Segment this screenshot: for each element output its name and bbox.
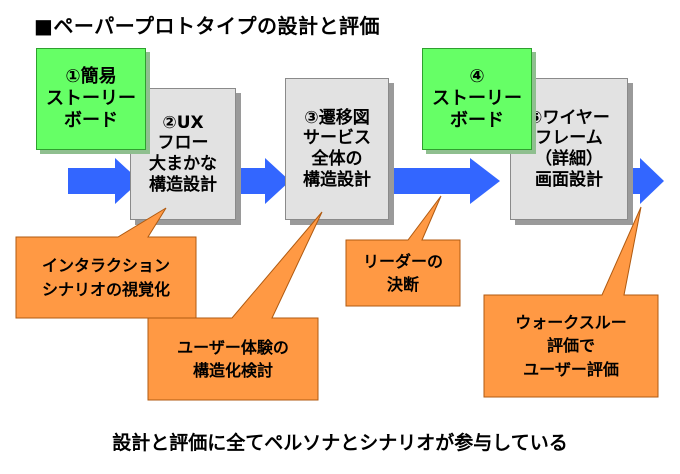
callout-leader-decision: リーダーの 決断 [346,240,460,306]
callout-user-experience: ユーザー体験の 構造化検討 [148,318,318,400]
step-line: フレーム [535,128,603,149]
storyboard-line: ボード [64,109,118,131]
callout-line: シナリオの視覚化 [41,279,170,299]
step-line: ③遷移図 [304,107,370,128]
step-line: 大まかな [149,154,217,174]
step-line: 全体の [311,149,363,169]
step-line: サービス [303,128,371,149]
callout-shape-experience [147,211,323,401]
step-box-ux-flow: ②UX フロー 大まかな 構造設計 [130,88,236,220]
flow-arrow-1 [68,158,140,204]
callout-line: ウォークスルー [515,313,627,333]
storyboard-line: ④ [469,66,485,88]
flow-arrow-2 [238,158,290,204]
callout-line: インタラクション [41,256,170,276]
step-line: 構造設計 [303,169,371,190]
callout-shape-interaction [15,207,197,319]
callout-shape-walkthrough [483,206,659,398]
step-line: フロー [157,133,209,154]
callout-line: ユーザー体験の [177,337,289,357]
callout-interaction-scenario: インタラクション シナリオの視覚化 [16,237,196,318]
callout-line: 構造化検討 [192,361,273,380]
footer-caption: 設計と評価に全てペルソナとシナリオが参与している [112,432,568,454]
storyboard-box-detailed: ④ ストーリー ボード [422,48,532,150]
callout-line: リーダーの [362,251,443,271]
storyboard-box-simple: ①簡易 ストーリー ボード [36,48,146,150]
storyboard-line: ストーリー [46,88,136,110]
step-line: （詳細） [535,149,603,169]
step-line: ②UX [162,112,204,133]
storyboard-line: ストーリー [432,88,522,110]
step-line: 画面設計 [535,169,603,190]
step-line: 構造設計 [149,174,217,195]
storyboard-line: ①簡易 [65,66,117,88]
callout-shape-decision [345,195,461,307]
callout-line: ユーザー評価 [523,359,619,379]
flow-arrow-3 [386,158,500,204]
callout-walkthrough: ウォークスルー 評価で ユーザー評価 [484,295,658,397]
step-line: ⑤ワイヤー [528,107,610,128]
storyboard-line: ボード [450,109,504,131]
callout-line: 評価で [546,336,595,356]
step-box-transition-diagram: ③遷移図 サービス 全体の 構造設計 [285,78,389,220]
callout-line: 決断 [386,275,419,294]
page-title: ■ペーパープロトタイプの設計と評価 [34,14,380,38]
